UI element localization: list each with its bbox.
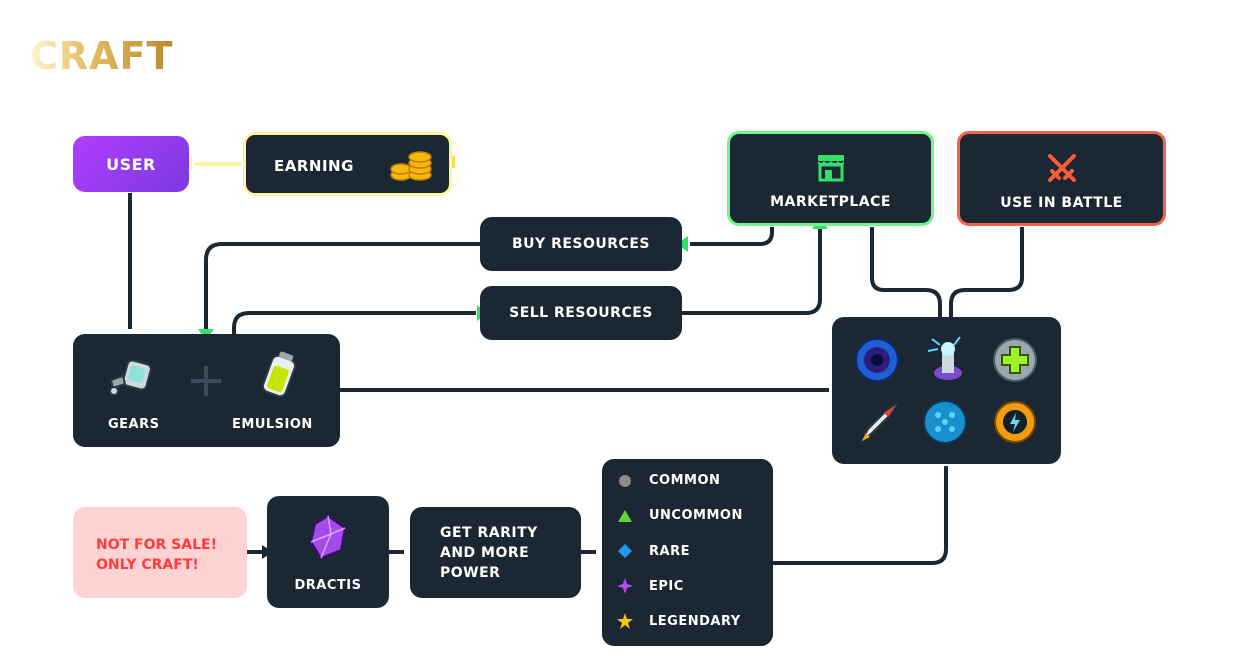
rarity-line2: AND MORE bbox=[440, 545, 530, 561]
energy-core-icon bbox=[994, 401, 1036, 443]
tier-label: EPIC bbox=[649, 578, 684, 594]
epic-star-icon bbox=[617, 578, 633, 594]
gear-icon bbox=[109, 359, 152, 396]
items-to-battle-line bbox=[949, 227, 1024, 317]
gears-label: GEARS bbox=[108, 417, 160, 432]
not-for-sale-line1: NOT FOR SALE! bbox=[96, 537, 217, 553]
marketplace-label: MARKETPLACE bbox=[770, 193, 891, 210]
tier-label: RARE bbox=[649, 543, 690, 559]
marketplace-node: MARKETPLACE bbox=[727, 131, 934, 226]
sell-to-market-line bbox=[682, 228, 822, 315]
use-in-battle-node: USE IN BATTLE bbox=[957, 131, 1166, 226]
rarity-tiers-node: COMMON UNCOMMON RARE EPIC LEGENDARY bbox=[602, 459, 773, 646]
not-for-sale-line2: ONLY CRAFT! bbox=[96, 557, 199, 573]
common-circle-icon bbox=[619, 474, 631, 487]
emulsion-canister-icon bbox=[261, 351, 297, 398]
dractis-crystal-icon bbox=[309, 514, 347, 560]
tier-label: COMMON bbox=[649, 473, 721, 488]
tiers-arrowhead bbox=[596, 545, 606, 559]
rarity-line1: GET RARITY bbox=[440, 525, 538, 541]
buy-to-resources-line bbox=[204, 242, 480, 330]
store-icon bbox=[817, 154, 844, 181]
market-to-buy-line bbox=[690, 227, 774, 246]
user-label: USER bbox=[106, 154, 156, 174]
dractis-node: DRACTIS bbox=[267, 496, 389, 608]
dractis-label: DRACTIS bbox=[294, 578, 362, 593]
resources-to-sell-line bbox=[232, 311, 476, 334]
sell-resources-node: SELL RESOURCES bbox=[480, 286, 682, 340]
user-node: USER bbox=[73, 136, 189, 192]
uncommon-triangle-icon bbox=[618, 509, 632, 522]
tier-epic: EPIC bbox=[616, 578, 684, 594]
tier-legendary: LEGENDARY bbox=[616, 613, 741, 629]
tier-rare: RARE bbox=[616, 543, 690, 559]
buy-arrowhead bbox=[676, 236, 688, 252]
coins-icon bbox=[390, 151, 432, 181]
emulsion-label: EMULSION bbox=[232, 417, 313, 432]
tier-common: COMMON bbox=[616, 473, 720, 488]
legendary-star-icon bbox=[617, 613, 633, 629]
buy-resources-label: BUY RESOURCES bbox=[512, 236, 650, 252]
tier-uncommon: UNCOMMON bbox=[616, 508, 743, 523]
heal-cross-icon bbox=[993, 338, 1037, 382]
earning-label: EARNING bbox=[274, 157, 354, 175]
rarity-node: GET RARITY AND MORE POWER bbox=[410, 507, 581, 598]
tier-label: UNCOMMON bbox=[649, 508, 743, 523]
earning-node: EARNING bbox=[243, 132, 452, 196]
sell-resources-label: SELL RESOURCES bbox=[509, 305, 653, 321]
buy-resources-node: BUY RESOURCES bbox=[480, 217, 682, 271]
rarity-arrowhead bbox=[404, 545, 414, 559]
not-for-sale-note: NOT FOR SALE! ONLY CRAFT! bbox=[73, 507, 247, 598]
rarity-line3: POWER bbox=[440, 565, 501, 581]
plus-icon bbox=[191, 366, 221, 396]
resources-node: GEARS EMULSION bbox=[73, 334, 340, 447]
items-to-market-line bbox=[870, 227, 942, 317]
tier-label: LEGENDARY bbox=[649, 613, 741, 629]
vortex-orb-icon bbox=[855, 338, 899, 382]
rocket-icon bbox=[861, 402, 899, 442]
tesla-coil-icon bbox=[927, 336, 962, 380]
tiers-to-items-line bbox=[773, 466, 948, 565]
crossed-swords-icon bbox=[1047, 153, 1076, 182]
craftable-items-node bbox=[832, 317, 1061, 464]
use-in-battle-label: USE IN BATTLE bbox=[1000, 194, 1123, 211]
craft-logo: CRAFT bbox=[30, 34, 174, 78]
hex-shield-icon bbox=[923, 400, 967, 444]
rare-diamond-icon bbox=[618, 544, 632, 558]
